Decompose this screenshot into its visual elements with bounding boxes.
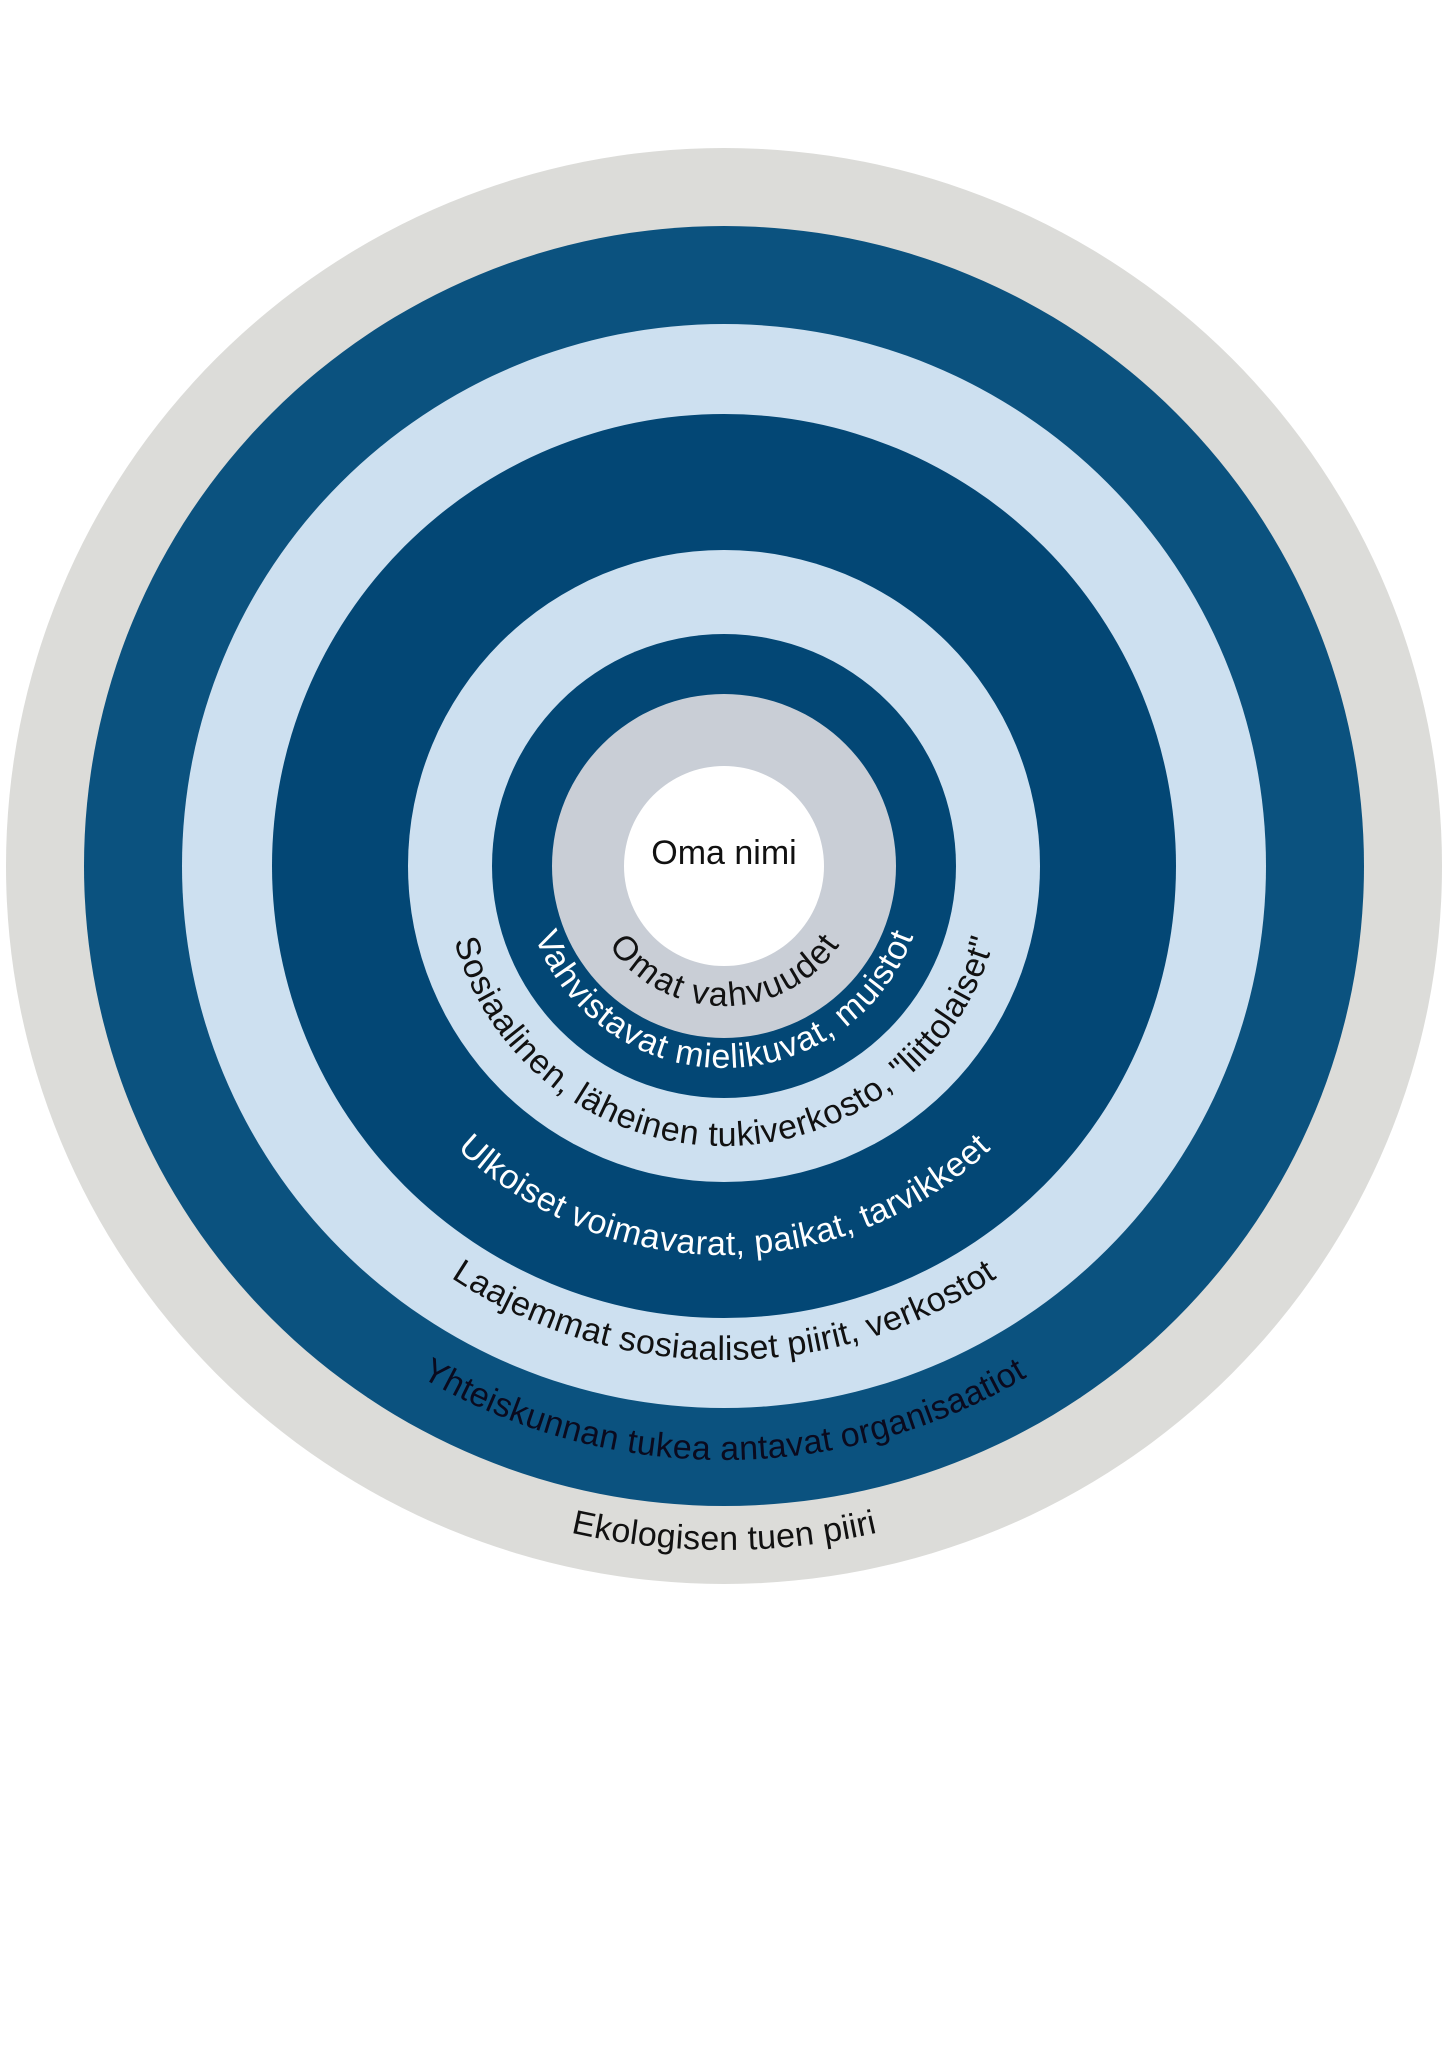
- center-label: Oma nimi: [651, 834, 796, 872]
- center-circle: [624, 766, 824, 966]
- rings-layer: [6, 148, 1442, 1584]
